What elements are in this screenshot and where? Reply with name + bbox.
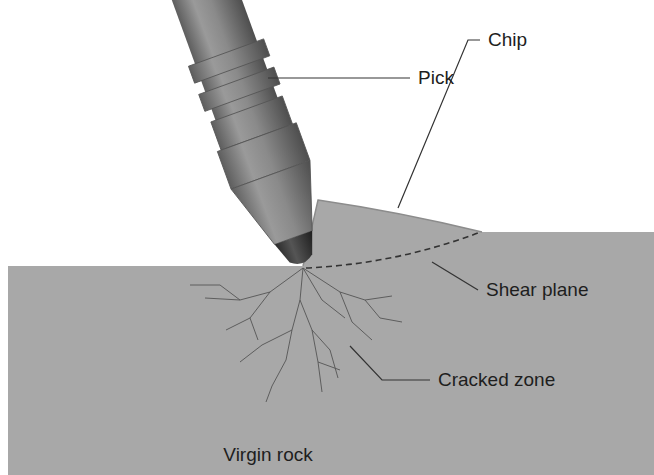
region-label: Virgin rock [223, 445, 312, 466]
crack-line [286, 268, 303, 360]
pick-tool [151, 0, 342, 277]
part-label: Pick [418, 68, 454, 89]
part-label: Shear plane [486, 280, 588, 301]
part-label: Chip [488, 30, 527, 51]
crack-line [240, 330, 292, 362]
crack-lines [190, 268, 402, 402]
crack-line [340, 292, 372, 340]
crack-line [300, 300, 322, 392]
crack-line [190, 285, 240, 300]
shear-plane-line [306, 233, 478, 268]
part-label: Cracked zone [438, 370, 555, 391]
crack-line [303, 268, 345, 318]
crack-line [365, 300, 402, 322]
crack-line [266, 360, 286, 402]
crack-line [250, 318, 258, 340]
crack-line [226, 292, 270, 330]
leader-lines [268, 40, 480, 380]
rock-body [8, 200, 654, 475]
crack-line [312, 330, 338, 378]
crack-line [205, 268, 303, 300]
crack-line [303, 268, 392, 300]
chip-edge [303, 200, 482, 266]
crack-line [318, 362, 340, 370]
